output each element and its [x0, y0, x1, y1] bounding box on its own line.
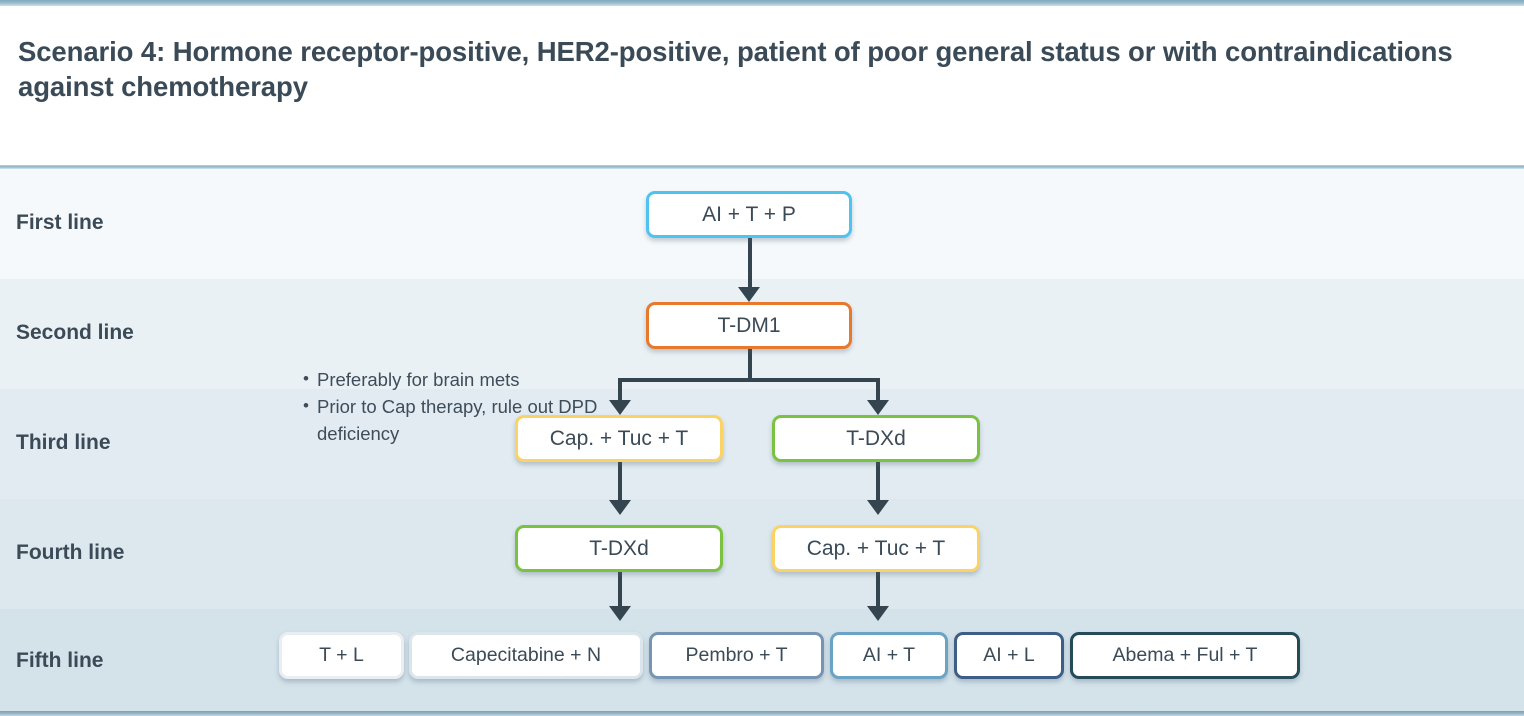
row-band-third [0, 389, 1524, 499]
note-item: • Prior to Cap therapy, rule out DPD def… [303, 394, 603, 447]
title-divider [0, 165, 1524, 169]
connector-fourth-left-to-fifth [618, 572, 622, 610]
treatment-flowchart: First line Second line Third line Fourth… [0, 169, 1524, 711]
connector-third-right-to-fourth [876, 462, 880, 504]
connector-third-left-to-fourth [618, 462, 622, 504]
row-label-third-line: Third line [16, 431, 111, 454]
node-abema-ful-t[interactable]: Abema + Ful + T [1070, 632, 1300, 679]
page-title-text: Scenario 4: Hormone receptor-positive, H… [18, 36, 1453, 103]
row-band-fourth [0, 499, 1524, 609]
arrowhead-first-to-second [738, 287, 760, 302]
top-accent-rule [0, 0, 1524, 6]
note-text: Prior to Cap therapy, rule out DPD defic… [317, 396, 598, 444]
node-ai-t[interactable]: AI + T [830, 632, 948, 679]
node-ai-t-p[interactable]: AI + T + P [646, 191, 852, 238]
bullet-icon: • [303, 369, 309, 388]
connector-second-stem [748, 347, 752, 381]
node-t-dm1[interactable]: T-DM1 [646, 302, 852, 349]
arrowhead-third-right-to-fourth [867, 500, 889, 515]
bottom-accent-rule [0, 711, 1524, 716]
node-ai-l[interactable]: AI + L [954, 632, 1064, 679]
arrowhead-to-cap-tuc-t [609, 400, 631, 415]
connector-branch-left [618, 378, 622, 404]
node-capecitabine-n[interactable]: Capecitabine + N [409, 632, 643, 679]
row-label-fourth-line: Fourth line [16, 541, 125, 564]
connector-fourth-right-to-fifth [876, 572, 880, 610]
page-title: Scenario 4: Hormone receptor-positive, H… [18, 34, 1468, 104]
note-text: Preferably for brain mets [317, 369, 520, 390]
node-pembro-t[interactable]: Pembro + T [649, 632, 824, 679]
bullet-icon: • [303, 396, 309, 416]
row-label-fifth-line: Fifth line [16, 649, 104, 672]
connector-branch-bar [618, 378, 880, 382]
arrowhead-third-left-to-fourth [609, 500, 631, 515]
node-t-dxd-third[interactable]: T-DXd [772, 415, 980, 462]
connector-branch-right [876, 378, 880, 404]
row-label-second-line: Second line [16, 321, 134, 344]
annotation-notes: • Preferably for brain mets • Prior to C… [303, 367, 603, 448]
arrowhead-fourth-right-to-fifth [867, 606, 889, 621]
note-item: • Preferably for brain mets [303, 367, 603, 393]
node-t-l[interactable]: T + L [279, 632, 404, 679]
node-t-dxd-fourth[interactable]: T-DXd [515, 525, 723, 572]
arrowhead-to-tdxd [867, 400, 889, 415]
row-label-first-line: First line [16, 211, 104, 234]
arrowhead-fourth-left-to-fifth [609, 606, 631, 621]
node-cap-tuc-t-fourth[interactable]: Cap. + Tuc + T [772, 525, 980, 572]
connector-first-to-second [748, 237, 752, 291]
node-cap-tuc-t-third[interactable]: Cap. + Tuc + T [515, 415, 723, 462]
